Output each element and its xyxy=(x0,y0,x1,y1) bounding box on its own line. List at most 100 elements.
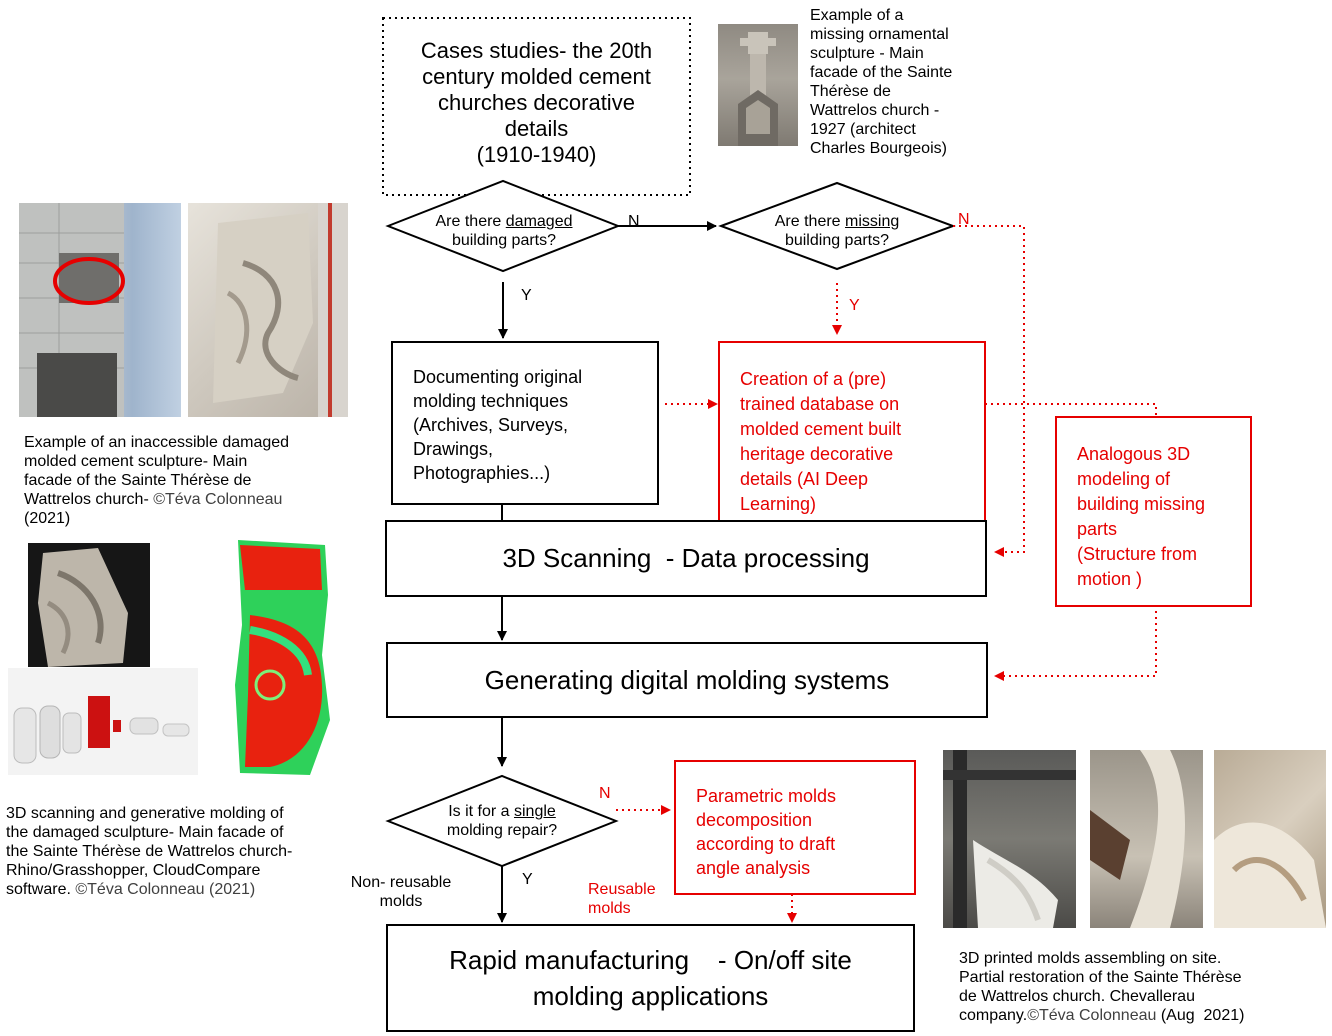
analogous-line: (Structure from xyxy=(1077,544,1198,564)
branch-n-missing: N xyxy=(958,211,970,228)
documenting-box: Documenting original molding techniques … xyxy=(391,341,659,505)
start-box: Cases studies- the 20th century molded c… xyxy=(386,38,687,168)
caption-line: de Wattrelos church. Chevallerau xyxy=(959,988,1195,1005)
parametric-line: Parametric molds xyxy=(696,786,837,806)
molds-render-photo xyxy=(8,668,198,775)
documenting-line: molding techniques xyxy=(413,391,569,411)
analogous-line: motion ) xyxy=(1077,569,1143,589)
rapid-box: Rapid manufacturing - On/off site moldin… xyxy=(386,924,915,1032)
database-line: Learning) xyxy=(740,494,817,514)
caption-line: company. xyxy=(959,1007,1028,1024)
analogous-line: modeling of xyxy=(1077,469,1171,489)
documenting-line: Documenting original xyxy=(413,367,583,387)
copyright-text: ©Téva Colonneau (2021) xyxy=(75,881,256,898)
decision-single-key: single xyxy=(513,803,556,820)
caption-line: Rhino/Grasshopper, CloudCompare xyxy=(6,862,261,879)
decision-damaged-post: building parts? xyxy=(451,232,557,249)
non-reusable-label: Non- reusable molds xyxy=(338,873,464,911)
caption-right-bottom: 3D printed molds assembling on site. Par… xyxy=(959,949,1244,1025)
database-line: details (AI Deep xyxy=(740,469,869,489)
caption-line: Wattrelos church- xyxy=(24,491,154,508)
database-box: Creation of a (pre) trained database on … xyxy=(718,341,986,529)
caption-line: missing ornamental xyxy=(810,26,949,43)
point-cloud-photo xyxy=(210,535,353,778)
non-reusable-line: Non- reusable xyxy=(350,874,452,891)
rapid-line: molding applications xyxy=(532,981,769,1011)
decision-damaged-pre: Are there xyxy=(435,213,506,230)
caption-line: Thérèse de xyxy=(810,83,891,100)
start-box-line: (1910-1940) xyxy=(476,142,597,167)
database-line: Creation of a (pre) xyxy=(740,369,887,389)
caption-line: the damaged sculpture- Main facade of xyxy=(6,824,284,841)
documenting-line: Drawings, xyxy=(413,439,494,459)
caption-line: sculpture - Main xyxy=(810,45,924,62)
printed-molds-photo-2 xyxy=(1090,750,1203,928)
generating-box: Generating digital molding systems xyxy=(386,642,988,718)
documenting-line: (Archives, Surveys, xyxy=(413,415,569,435)
reusable-label: Reusable molds xyxy=(588,880,656,918)
analogous-line: building missing xyxy=(1077,494,1206,514)
branch-y-single: Y xyxy=(522,871,533,888)
branch-n-single: N xyxy=(599,785,611,802)
start-box-line: churches decorative xyxy=(438,90,635,115)
database-line: trained database on xyxy=(740,394,900,414)
non-reusable-line: molds xyxy=(379,893,423,910)
start-box-line: details xyxy=(504,116,569,141)
damaged-sculpture-photo xyxy=(19,203,181,417)
caption-line: 3D printed molds assembling on site. xyxy=(959,950,1222,967)
caption-line: molded cement sculpture- Main xyxy=(24,453,248,470)
start-box-line: century molded cement xyxy=(422,64,651,89)
printed-molds-photo-1 xyxy=(943,750,1076,928)
copyright-text: ©Téva Colonneau xyxy=(1027,1007,1157,1024)
caption-line: the Sainte Thérèse de Wattrelos church- xyxy=(6,843,293,860)
analogous-line: Analogous 3D xyxy=(1077,444,1191,464)
caption-line: Example of a xyxy=(810,7,904,24)
caption-line: (Aug 2021) xyxy=(1156,1007,1245,1024)
scan-render-photo xyxy=(28,543,150,667)
start-box-line: Cases studies- the 20th xyxy=(420,38,653,63)
documenting-line: Photographies...) xyxy=(413,463,551,483)
caption-line: facade of the Sainte Thérèse de xyxy=(24,472,252,489)
decision-missing-pre: Are there xyxy=(774,213,846,230)
caption-line: Partial restoration of the Sainte Thérès… xyxy=(959,969,1242,986)
printed-molds-photo-3 xyxy=(1214,750,1326,928)
caption-line: (2021) xyxy=(24,510,71,527)
analogous-box: Analogous 3D modeling of building missin… xyxy=(1055,416,1252,607)
caption-line: software. xyxy=(6,881,76,898)
decision-damaged-key: damaged xyxy=(505,213,573,230)
decision-missing: Are there missing building parts? xyxy=(737,212,937,250)
rapid-line: Rapid manufacturing - On/off site xyxy=(449,945,852,975)
branch-y-missing: Y xyxy=(849,297,860,314)
caption-line: 3D scanning and generative molding of xyxy=(6,805,284,822)
parametric-line: according to draft xyxy=(696,834,836,854)
decision-single-post: molding repair? xyxy=(446,822,558,839)
parametric-line: decomposition xyxy=(696,810,813,830)
caption-left-top: Example of an inaccessible damaged molde… xyxy=(24,433,289,528)
reusable-line: Reusable xyxy=(588,881,656,898)
sculpture-closeup-photo xyxy=(188,203,348,417)
caption-line: Wattrelos church - xyxy=(810,102,940,119)
branch-n-damaged: N xyxy=(628,213,640,230)
branch-y-damaged: Y xyxy=(521,287,532,304)
decision-single: Is it for a single molding repair? xyxy=(402,802,602,840)
caption-line: facade of the Sainte xyxy=(810,64,953,81)
scanning-box: 3D Scanning - Data processing xyxy=(385,520,987,597)
decision-damaged: Are there damaged building parts? xyxy=(404,212,604,250)
generating-label: Generating digital molding systems xyxy=(484,664,890,695)
decision-single-shape xyxy=(385,774,619,868)
decision-missing-post: building parts? xyxy=(784,232,890,249)
scanning-label: 3D Scanning - Data processing xyxy=(502,543,870,573)
caption-line: Charles Bourgeois) xyxy=(810,140,947,157)
parametric-line: angle analysis xyxy=(696,858,811,878)
decision-missing-key: missing xyxy=(845,213,900,230)
analogous-line: parts xyxy=(1077,519,1118,539)
caption-line: 1927 (architect xyxy=(810,121,916,138)
reusable-line: molds xyxy=(588,900,631,917)
database-line: molded cement built xyxy=(740,419,902,439)
copyright-text: ©Téva Colonneau xyxy=(153,491,283,508)
caption-line: Example of an inaccessible damaged xyxy=(24,434,290,451)
caption-top-right: Example of a missing ornamental sculptur… xyxy=(810,6,952,158)
decision-single-pre: Is it for a xyxy=(448,803,514,820)
caption-left-bottom: 3D scanning and generative molding of th… xyxy=(6,804,292,899)
